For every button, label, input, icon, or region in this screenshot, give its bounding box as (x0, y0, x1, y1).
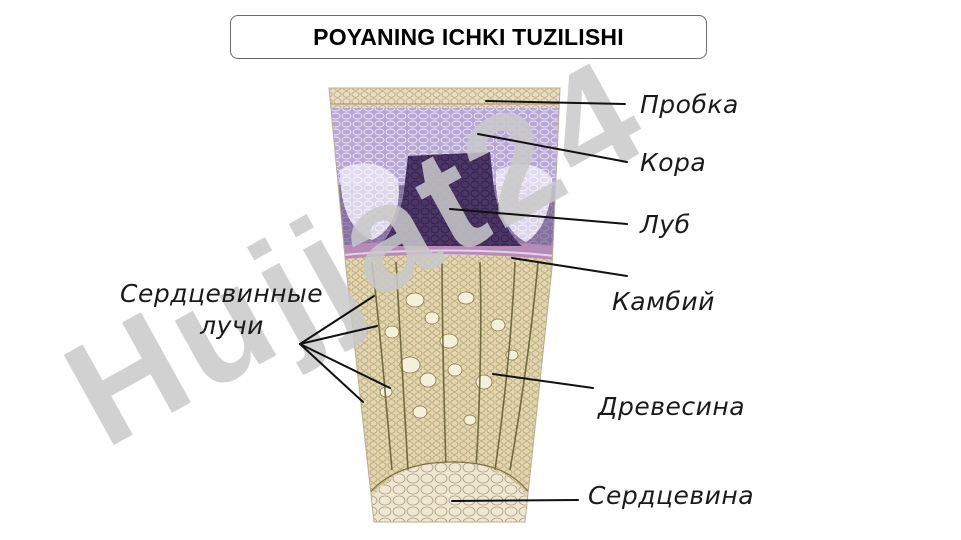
label-kambiy: Камбий (612, 287, 715, 316)
label-lub: Луб (640, 210, 691, 239)
label-kora: Кора (640, 148, 707, 177)
label-serdtsevina: Сердцевина (588, 481, 755, 510)
title-box: POYANING ICHKI TUZILISHI (230, 15, 707, 59)
label-serdtsevinnye-luchi: Сердцевинные лучи (120, 278, 324, 342)
page-title: POYANING ICHKI TUZILISHI (313, 23, 624, 50)
label-probka: Пробка (640, 90, 739, 119)
medullary-rays (371, 261, 539, 471)
label-serdtsevinnye-line2: лучи (200, 311, 264, 340)
label-drevesina: Древесина (598, 392, 746, 421)
label-serdtsevinnye-line1: Сердцевинные (120, 279, 324, 308)
